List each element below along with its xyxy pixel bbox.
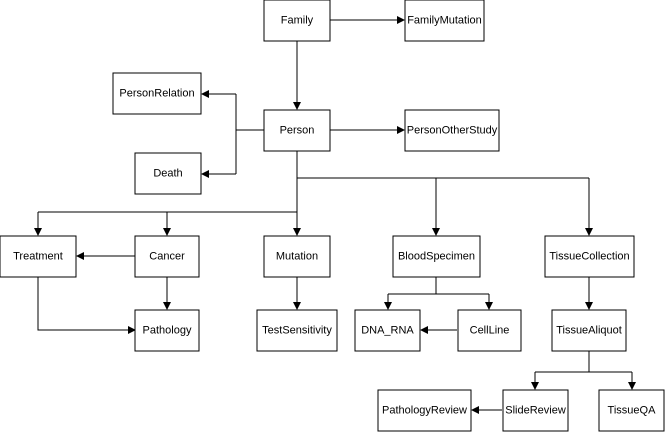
- node-cancer: Cancer: [134, 235, 200, 278]
- node-person-relation-label: PersonRelation: [119, 88, 194, 100]
- node-dna-rna-label: DNA_RNA: [361, 325, 414, 337]
- node-pathology-review-label: PathologyReview: [382, 405, 467, 417]
- edges: [34, 16, 636, 414]
- node-tissue-aliquot: TissueAliquot: [551, 309, 627, 352]
- node-slide-review: SlideReview: [502, 389, 569, 432]
- node-person-other-study: PersonOtherStudy: [404, 109, 500, 152]
- node-blood-specimen: BloodSpecimen: [392, 235, 481, 278]
- node-tissue-qa: TissueQA: [598, 389, 665, 432]
- node-slide-review-label: SlideReview: [505, 405, 566, 417]
- node-tissue-qa-label: TissueQA: [608, 405, 657, 417]
- node-death-label: Death: [153, 168, 182, 180]
- node-cell-line-label: CellLine: [470, 325, 510, 337]
- node-tissue-collection: TissueCollection: [544, 235, 635, 278]
- node-family-label: Family: [281, 15, 314, 27]
- node-pathology-label: Pathology: [143, 325, 192, 337]
- node-test-sensitivity-label: TestSensitivity: [262, 325, 332, 337]
- node-blood-specimen-label: BloodSpecimen: [398, 251, 475, 263]
- node-family-mutation: FamilyMutation: [404, 0, 485, 42]
- node-death: Death: [134, 152, 202, 195]
- node-pathology: Pathology: [134, 309, 200, 352]
- node-tissue-collection-label: TissueCollection: [549, 251, 629, 263]
- node-person-label: Person: [280, 125, 315, 137]
- node-mutation-label: Mutation: [276, 251, 318, 263]
- node-dna-rna: DNA_RNA: [354, 309, 421, 352]
- node-test-sensitivity: TestSensitivity: [256, 309, 338, 352]
- node-family-mutation-label: FamilyMutation: [407, 15, 482, 27]
- node-person: Person: [263, 109, 331, 152]
- node-cancer-label: Cancer: [149, 251, 185, 263]
- node-tissue-aliquot-label: TissueAliquot: [556, 325, 622, 337]
- node-cell-line: CellLine: [457, 309, 522, 352]
- node-treatment-label: Treatment: [13, 251, 63, 263]
- node-person-other-study-label: PersonOtherStudy: [407, 125, 498, 137]
- node-treatment: Treatment: [0, 235, 77, 278]
- node-pathology-review: PathologyReview: [377, 389, 472, 432]
- node-mutation: Mutation: [263, 235, 331, 278]
- node-family: Family: [263, 0, 331, 42]
- edge-treatment-pathology: [37, 277, 136, 334]
- node-person-relation: PersonRelation: [112, 72, 202, 115]
